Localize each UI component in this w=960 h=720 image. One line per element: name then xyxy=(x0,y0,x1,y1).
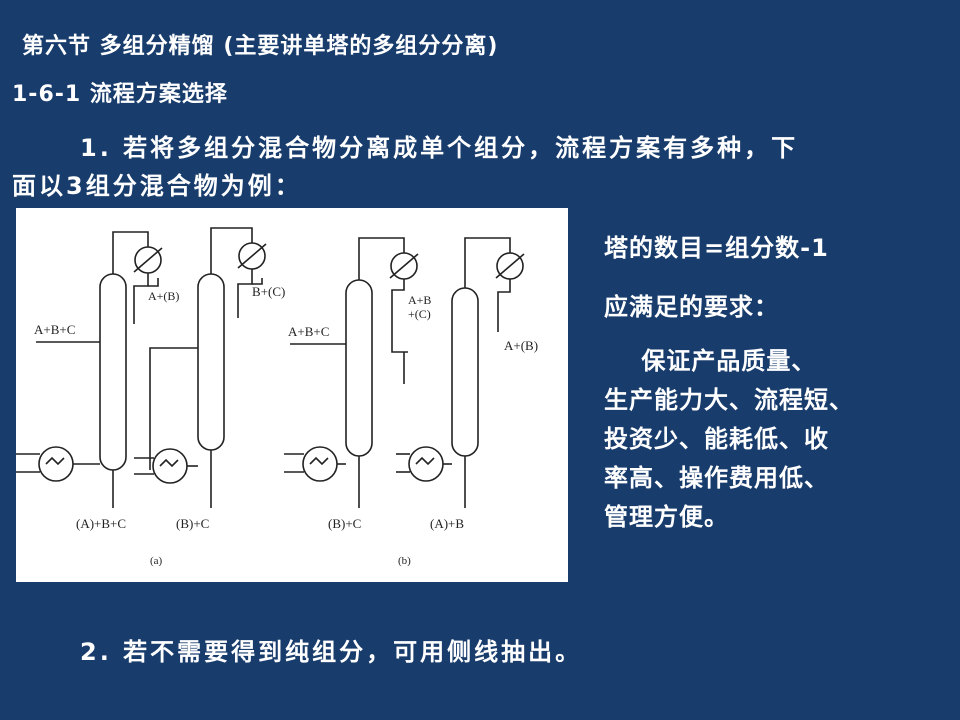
distillation-flow-diagram: A+(B) B+(C) A+B+C (A)+B+C (B)+C (a) xyxy=(16,208,568,582)
point2: 2. 若不需要得到纯组分，可用侧线抽出。 xyxy=(80,638,583,666)
reboiler-a1 xyxy=(38,446,74,482)
a-feed-label: A+B+C xyxy=(34,322,75,337)
requirement-line: 率高、操作费用低、 xyxy=(604,464,829,492)
b-feed-label: A+B+C xyxy=(288,324,329,339)
b-top2-label: A+(B) xyxy=(504,338,538,353)
scheme-a: A+(B) B+(C) A+B+C (A)+B+C (B)+C (a) xyxy=(16,227,285,567)
requirement-heading: 应满足的要求： xyxy=(604,293,779,321)
column-a1 xyxy=(99,273,127,471)
requirement-list: 保证产品质量、 生产能力大、流程短、 投资少、能耗低、收 率高、操作费用低、 管… xyxy=(604,342,934,537)
point1-line2: 面以3组分混合物为例： xyxy=(12,172,302,200)
reboiler-b1 xyxy=(302,446,338,482)
b-bottom1-label: (B)+C xyxy=(328,516,361,531)
column-b2 xyxy=(451,287,479,457)
a-top1-label: A+(B) xyxy=(148,289,179,303)
column-b1 xyxy=(345,279,373,457)
a-caption: (a) xyxy=(150,555,163,567)
scheme-b: A+B +(C) A+(B) A+B+C (B)+C (A)+B (b) xyxy=(284,237,538,567)
b-bottom2-label: (A)+B xyxy=(430,516,464,531)
b-top1-label-l2: +(C) xyxy=(408,307,431,321)
reboiler-a2 xyxy=(152,448,188,484)
requirement-line: 投资少、能耗低、收 xyxy=(604,425,829,453)
requirement-line: 管理方便。 xyxy=(604,503,729,531)
a-bottom2-label: (B)+C xyxy=(176,516,209,531)
section-title: 1-6-1 流程方案选择 xyxy=(12,82,228,107)
requirement-line: 生产能力大、流程短、 xyxy=(604,386,854,414)
reboiler-b2 xyxy=(408,446,444,482)
a-top2-label: B+(C) xyxy=(252,284,285,299)
tower-count-note: 塔的数目=组分数-1 xyxy=(604,234,829,262)
side-notes: 塔的数目=组分数-1 应满足的要求： 保证产品质量、 生产能力大、流程短、 投资… xyxy=(604,228,934,537)
requirement-line: 保证产品质量、 xyxy=(604,347,817,375)
a-bottom1-label: (A)+B+C xyxy=(76,516,126,531)
page-title: 第六节 多组分精馏 (主要讲单塔的多组分分离) xyxy=(22,34,499,59)
b-caption: (b) xyxy=(398,555,411,567)
point1-line1: 1. 若将多组分混合物分离成单个组分，流程方案有多种，下 xyxy=(80,134,799,162)
b-top1-label-l1: A+B xyxy=(408,293,431,307)
column-a2 xyxy=(197,273,225,451)
